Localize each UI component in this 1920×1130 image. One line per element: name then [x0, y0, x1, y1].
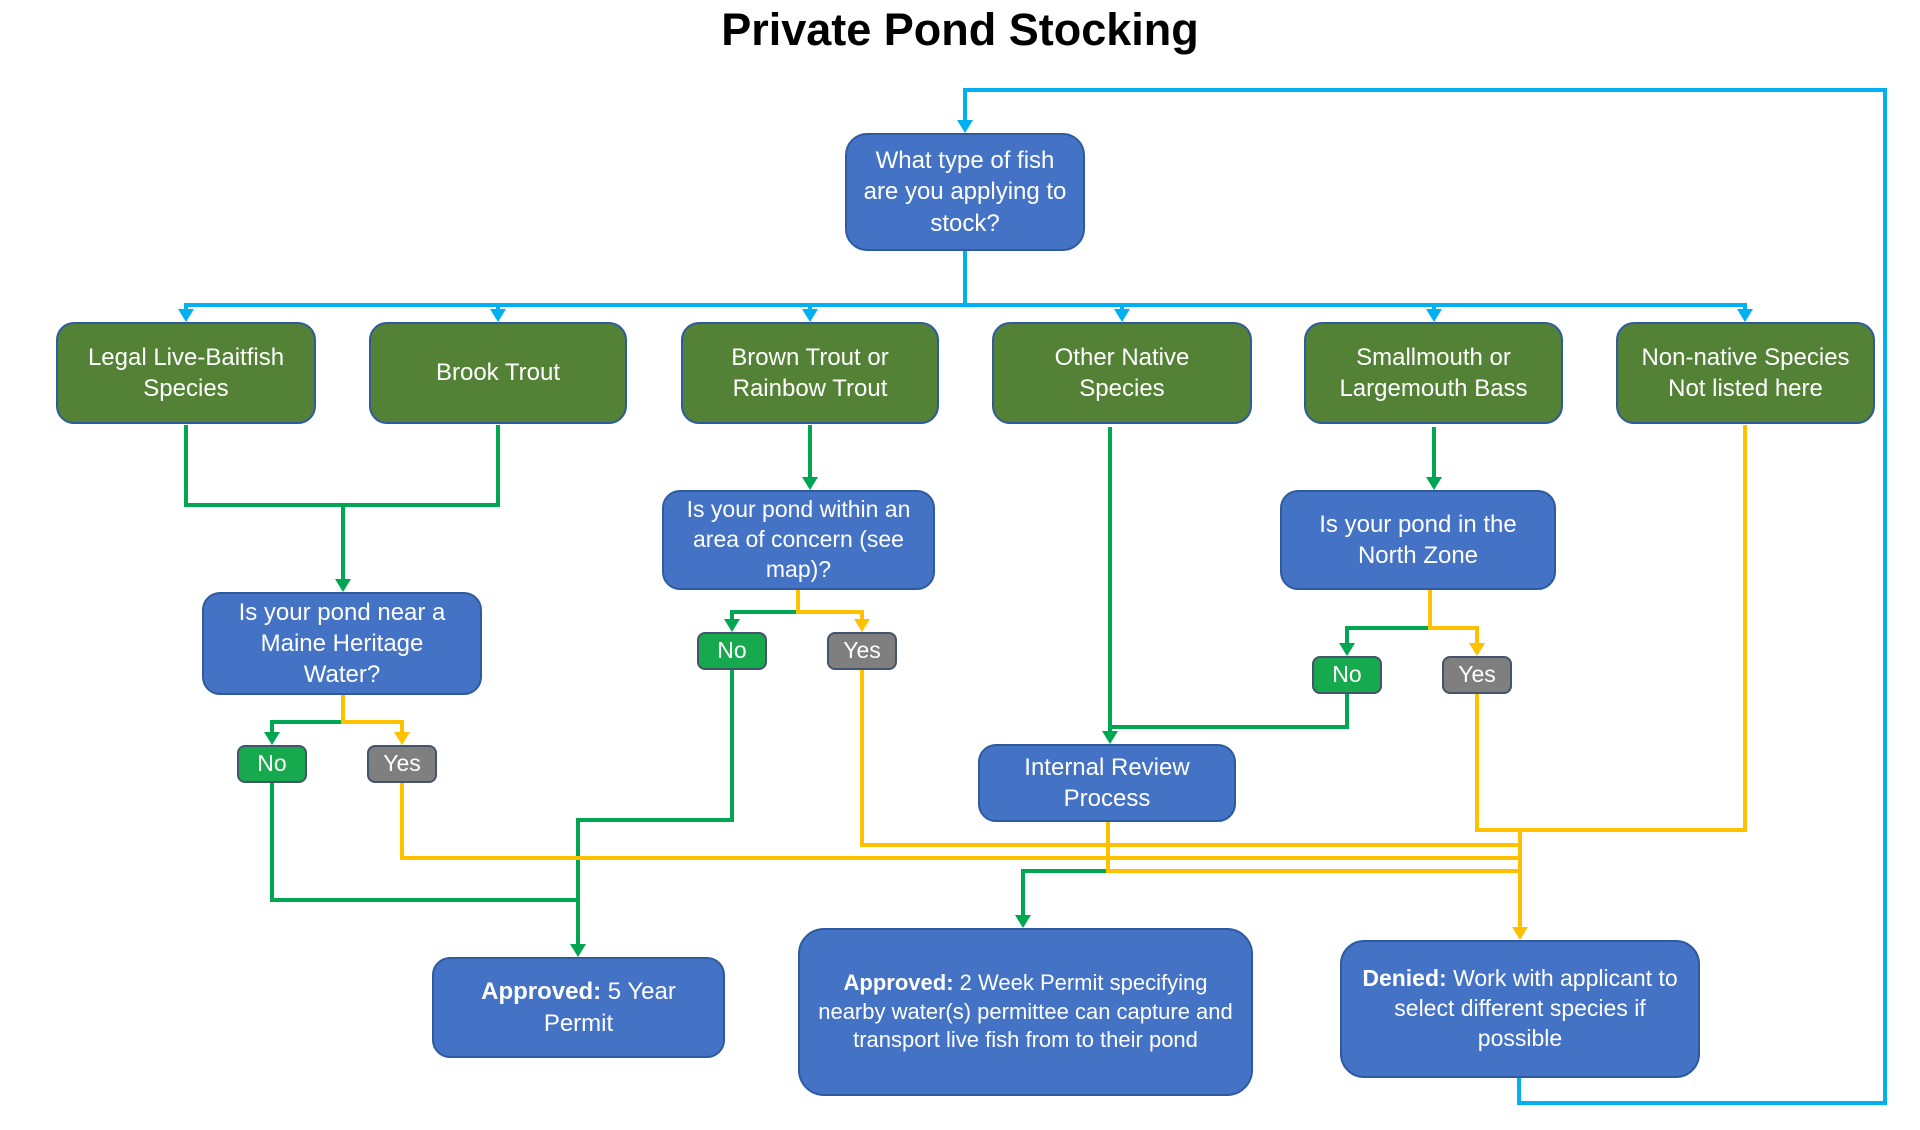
edge-into-a1: [576, 818, 580, 946]
edge-g2-down: [496, 425, 500, 507]
edge-deny-bus-2: [860, 843, 1522, 847]
arrowhead-into-d1: [1512, 927, 1528, 940]
edge-loop-bottom: [1517, 1101, 1887, 1105]
arrowhead-into-q3: [1426, 477, 1442, 490]
edge-bus-drop-5: [1432, 303, 1436, 313]
edge-q1no-right: [270, 898, 580, 902]
question-maine-heritage-water: Is your pond near a Maine Heritage Water…: [202, 592, 482, 695]
edge-bus-drop-1: [184, 303, 188, 313]
arrowhead-into-q0: [957, 120, 973, 133]
question-fish-type: What type of fish are you applying to st…: [845, 133, 1085, 251]
edge-q1-stub: [341, 695, 345, 724]
outcome-approved-2-week: Approved: 2 Week Permit specifying nearb…: [798, 928, 1253, 1096]
edge-q3-yes-drop: [1475, 626, 1479, 644]
arrowhead-into-ir: [1102, 731, 1118, 744]
edge-q1yes-down: [400, 783, 404, 860]
chip-no-maine-heritage: No: [237, 745, 307, 783]
edge-q2no-down: [730, 670, 734, 822]
arrowhead-into-g1: [178, 309, 194, 322]
species-legal-live-baitfish: Legal Live-Baitfish Species: [56, 322, 316, 424]
edge-q2yes-down: [860, 670, 864, 847]
edge-q3-stub: [1428, 590, 1432, 630]
edge-ir-approve-left: [1021, 869, 1110, 873]
edge-bus-horizontal: [184, 303, 1747, 307]
edge-q0-out: [963, 251, 967, 307]
arrowhead-q3-no: [1339, 643, 1355, 656]
edge-deny-bus-3: [400, 856, 1522, 860]
edge-g4-down: [1108, 427, 1112, 732]
species-brown-rainbow-trout: Brown Trout or Rainbow Trout: [681, 322, 939, 424]
edge-loop-into-q0: [963, 88, 967, 122]
edge-q1-no-drop: [270, 720, 274, 734]
arrowhead-q2-no: [724, 619, 740, 632]
edge-into-q1: [341, 503, 345, 581]
arrowhead-q2-yes: [854, 619, 870, 632]
edge-denied-to-loop: [1517, 1076, 1521, 1103]
edge-q1-yes-drop: [400, 720, 404, 734]
species-brook-trout: Brook Trout: [369, 322, 627, 424]
edge-q2-split-left: [730, 610, 800, 614]
edge-deny-bus-4: [1106, 869, 1522, 873]
edge-q2-yes-drop: [860, 610, 864, 622]
edge-ir-deny-down: [1106, 822, 1110, 873]
edge-q2no-left: [576, 818, 734, 822]
outcome-approved-5-year: Approved: 5 Year Permit: [432, 957, 725, 1058]
species-non-native: Non-native Species Not listed here: [1616, 322, 1875, 424]
edge-q1no-down: [270, 783, 274, 902]
chip-no-area-of-concern: No: [697, 632, 767, 670]
arrowhead-into-g2: [490, 309, 506, 322]
arrowhead-q3-yes: [1469, 643, 1485, 656]
species-smallmouth-largemouth-bass: Smallmouth or Largemouth Bass: [1304, 322, 1563, 424]
edge-q3-split-right: [1428, 626, 1479, 630]
arrowhead-into-a1: [570, 944, 586, 957]
arrowhead-into-a2: [1015, 915, 1031, 928]
edge-q1-split-right: [341, 720, 404, 724]
chip-yes-north-zone: Yes: [1442, 656, 1512, 694]
edge-q1-split-left: [270, 720, 345, 724]
edge-bus-drop-2: [496, 303, 500, 313]
edge-q3no-down: [1345, 694, 1349, 729]
edge-q2-stub: [796, 590, 800, 614]
arrowhead-into-q1: [335, 579, 351, 592]
edge-q3no-left: [1108, 725, 1349, 729]
chip-yes-maine-heritage: Yes: [367, 745, 437, 783]
edge-into-a2: [1021, 869, 1025, 917]
edge-g6-down: [1743, 425, 1747, 832]
species-other-native: Other Native Species: [992, 322, 1252, 424]
arrowhead-q1-yes: [394, 732, 410, 745]
edge-loop-top: [963, 88, 1887, 92]
edge-into-d1: [1518, 828, 1522, 929]
edge-bus-drop-3: [808, 303, 812, 313]
page-title: Private Pond Stocking: [721, 4, 1199, 55]
chip-no-north-zone: No: [1312, 656, 1382, 694]
edge-loop-right: [1883, 88, 1887, 1105]
arrowhead-into-g3: [802, 309, 818, 322]
edge-q2-split-right: [796, 610, 864, 614]
process-internal-review: Internal Review Process: [978, 744, 1236, 822]
edge-bus-drop-4: [1120, 303, 1124, 313]
question-area-of-concern: Is your pond within an area of concern (…: [662, 490, 935, 590]
edge-q3-split-left: [1345, 626, 1432, 630]
chip-yes-area-of-concern: Yes: [827, 632, 897, 670]
edge-g5-down: [1432, 427, 1436, 480]
arrowhead-q1-no: [264, 732, 280, 745]
edge-q3yes-down: [1475, 694, 1479, 832]
arrowhead-into-g6: [1737, 309, 1753, 322]
question-north-zone: Is your pond in the North Zone: [1280, 490, 1556, 590]
outcome-denied: Denied: Work with applicant to select di…: [1340, 940, 1700, 1078]
arrowhead-into-g5: [1426, 309, 1442, 322]
edge-deny-bus-1: [1475, 828, 1747, 832]
edge-q2-no-drop: [730, 610, 734, 622]
edge-q3-no-drop: [1345, 626, 1349, 644]
arrowhead-into-q2: [802, 477, 818, 490]
arrowhead-into-g4: [1114, 309, 1130, 322]
edge-g1-down: [184, 425, 188, 507]
edge-g3-down: [808, 425, 812, 480]
edge-bus-drop-6: [1743, 303, 1747, 313]
